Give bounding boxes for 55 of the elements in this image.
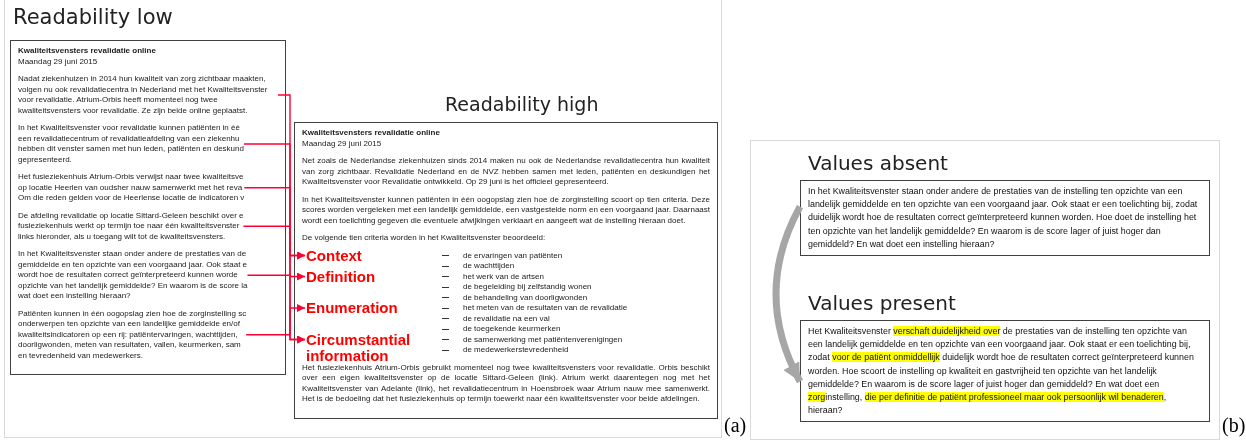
- text-line: een revalidatiecentrum of revalidatieafdeling van een ziekenhu: [18, 133, 240, 144]
- document-date: Maandag 29 juni 2015: [18, 56, 98, 67]
- text-line: fusieziekenhuis werkt op termijn toe naar één kwaliteitsvenster: [18, 221, 240, 232]
- document-title: Kwaliteitsvensters revalidatie online: [18, 46, 156, 57]
- leader-arrow: [246, 272, 306, 281]
- panel-heading: Readability high: [445, 93, 599, 115]
- list-item: de toegekende keurmerken: [463, 324, 561, 335]
- paragraph: Nadat ziekenhuizen in 2014 hun kwaliteit van zorg zichtbaar maakten, volgen nu ook revalidatiecentra in Nederland met het Kwaliteitsvenster voor revalidatie. Atrium-Orbis heeft momenteel nog twee kwaliteitsvensters voor revalidatie. Ze zijn beide online geplaatst.: [18, 74, 278, 116]
- panel-heading: Readability low: [13, 5, 173, 29]
- text-line: op locatie Heerlen van oudsher nauw samenwerkt met het reva: [18, 182, 243, 193]
- curved-arrow: [772, 205, 804, 384]
- document-date: Maandag 29 juni 2015: [302, 138, 382, 149]
- text-line: gemiddelde en ten opzichte van een voorgaand jaar. Ook staat e: [18, 259, 248, 270]
- box-heading: Values absent: [808, 151, 948, 175]
- leader-arrow: [245, 304, 306, 336]
- text-line: wordt hoe de resultaten correct geïnterpreteerd kunnen worde: [18, 270, 238, 281]
- paragraph: In het Kwaliteitsvenster kunnen patiënten in één oogopslag zien hoe de zorginstelling scoort op tien criteria. Deze scores worden vergeleken met een landelijk gemiddelde, een vastgestelde norm en een voorgaand jaar. Daarnaast wordt een toelichting gegeven die eventuele afwijkingen verklaart en aangeeft wat de instelling hieraan doet.: [302, 194, 710, 226]
- text-line: Om die reden gelden voor de Heerlense locatie de indicatoren v: [18, 193, 245, 204]
- panel-label: (b): [1222, 414, 1246, 437]
- annotation-label: Definition: [306, 268, 430, 285]
- list-item: de medewerkerstevredenheid: [463, 345, 569, 356]
- list-item: het meten van de resultaten van de revalidatie: [463, 303, 628, 314]
- annotation-label: Context: [306, 247, 430, 264]
- list-item: het werk van de artsen: [463, 271, 544, 282]
- text-line: doorligwonden, meten van resultaten, vallen, keurmerken, sam: [18, 340, 241, 351]
- text-line: Patiënten kunnen in één oogopslag zien hoe de zorginstelling sc: [18, 308, 247, 319]
- text-line: In het Kwaliteitsvenster staan onder andere de prestaties van de: [18, 249, 247, 260]
- text-line: en tevredenheid van medewerkers.: [18, 350, 143, 361]
- text-line: kwaliteitsindicatoren op een rij: patiëntervaringen, wachttijden,: [18, 329, 238, 340]
- text-line: wat doet een instelling hieraan?: [18, 291, 131, 302]
- list-item: de ervaringen van patiënten: [463, 250, 563, 261]
- text-line: opzichte van het landelijk gemiddelde? En waarom is de score la: [18, 280, 248, 291]
- text-line: Het fusieziekenhuis Atrium-Orbis verwijst naar twee kwaliteitsve: [18, 172, 244, 183]
- text-line: In het Kwaliteitsvenster voor revalidatie kunnen patiënten in éé: [18, 123, 240, 134]
- list-item: de revalidatie na een val: [463, 313, 550, 324]
- leader-arrow: [242, 225, 306, 344]
- paragraph: Het fusieziekenhuis Atrium-Orbis gebruikt momenteel nog twee kwaliteitsvensters voor revalidatie. Orbis beschikt over een eigen kwaliteitsvenster op de locatie Sittard-Geleen (link). Atrium werkt daarentegen nog met het Kwaliteitsvenster van Adelante (link), het revalidatiecentrum in Hoensbroek waar Atrium nauw mee samenwerkt. Het is de bedoeling dat het fusieziekenhuis op termijn toewerkt naar één kwaliteitsvenster voor beide afdelingen.: [302, 362, 710, 405]
- text-line: hebben dit venster samen met hun leden, patiënten en deskund: [18, 144, 244, 155]
- list-item: de samenwerking met patiëntenverenigingen: [463, 334, 623, 345]
- text-line: onderwerpen ten opzichte van een landelijke gemiddelde en/of: [18, 319, 240, 330]
- annotation-label: Circumstantial information: [306, 331, 430, 364]
- paragraph: De volgende tien criteria worden in het Kwaliteitsvenster beoordeeld:: [302, 233, 547, 244]
- paragraph: Net zoals de Nederlandse ziekenhuizen sinds 2014 maken nu ook de Nederlandse revalidatiecentra hun kwaliteit van zorg zichtbaar. Revalidatie Nederland en de NVZ hebben samen met leden, patiënten en deskundigen het Kwaliteitsvenster voor Revalidatie ontwikkeld. Op 29 juni is het officieel gepresenteerd.: [302, 156, 710, 188]
- text-line: De afdeling revalidatie op locatie Sittard-Geleen beschikt over e: [18, 210, 244, 221]
- list-item: de behandeling van doorligwonden: [463, 292, 588, 303]
- box-heading: Values present: [808, 291, 956, 315]
- document-title: Kwaliteitsvensters revalidatie online: [302, 128, 440, 139]
- text-line: links hieronder, als u toegang wilt tot de kwaliteitsvensters.: [18, 231, 226, 242]
- text-line: gepresenteerd.: [18, 154, 72, 165]
- list-item: de wachttijden: [463, 261, 515, 272]
- annotation-label: Enumeration: [306, 300, 430, 316]
- panel-label: (a): [724, 414, 747, 437]
- leader-arrow: [243, 143, 306, 260]
- paragraph: In het Kwaliteitsvenster staan onder andere de prestaties van de instelling ten opzichte van een landelijk gemiddelde en ten opzichte van een voorgaand jaar. Ook staat er een toelichting bij, zodat duidelijk wordt hoe de resultaten correct geïnterpreteerd kunnen worden. Hoe doet de instelling het ten opzichte van het landelijk gemiddelde? En waarom is de score lager of juist hoger dan gemiddeld? En wat doet een instelling hieraan?: [808, 185, 1199, 251]
- list-item: de begeleiding bij zelfstandig wonen: [463, 282, 592, 293]
